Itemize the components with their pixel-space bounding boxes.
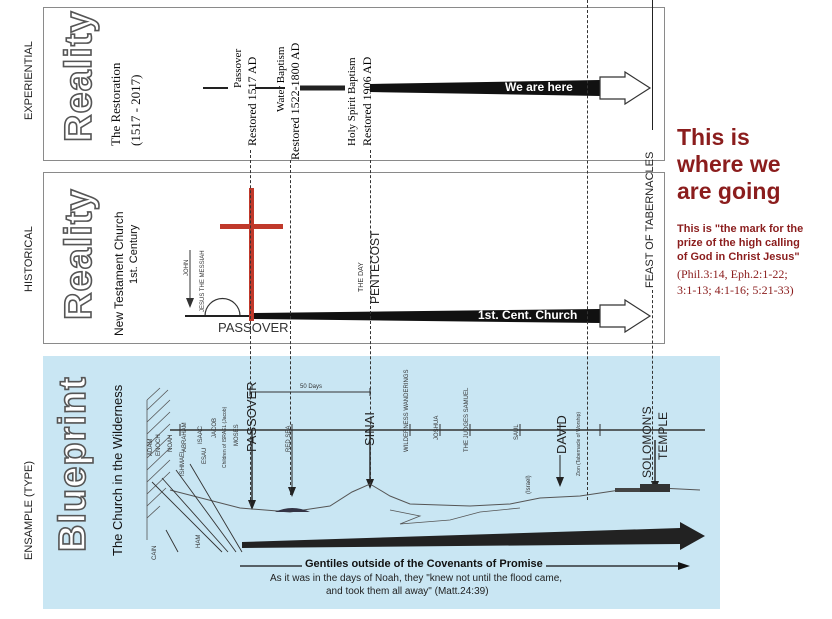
cross-horizontal <box>220 224 283 229</box>
tabernacles-line <box>652 0 653 130</box>
saul-label: SAUL <box>514 424 520 440</box>
gentiles-label: Gentiles outside of the Covenants of Pro… <box>302 558 546 570</box>
abraham-label: ABRAHAM <box>182 422 188 452</box>
callout-heading-line3: are going <box>677 178 781 204</box>
fifty-days-label: 50 Days <box>300 384 323 390</box>
callout-references: (Phil.3:14, Eph.2:1-22; 3:1-13; 4:1-16; … <box>677 266 794 298</box>
feast-of-tabernacles-label: FEAST OF TABERNACLES <box>644 151 656 288</box>
noah-quote-line1: As it was in the days of Noah, they "kne… <box>270 573 563 584</box>
red-sea-label: RED SEA <box>286 425 292 452</box>
joshua-label: JOSHUA <box>434 415 440 440</box>
cain-label: CAIN <box>152 545 158 560</box>
dashed-line-tabernacles <box>652 290 653 490</box>
moses-label: MOSES <box>234 424 240 446</box>
david-label: DAVID <box>554 415 569 454</box>
wilderness-label: WILDERNESS WANDERINGS <box>404 369 410 452</box>
dashed-line-passover <box>250 150 251 505</box>
callout-ref-line2: 3:1-13; 4:1-16; 5:21-33) <box>677 283 794 297</box>
callout-mark-line2: prize of the high calling <box>677 237 800 249</box>
ishmael-label: ISHMAEL <box>180 449 186 476</box>
isaac-label: ISAAC <box>198 425 204 444</box>
noah-label: NOAH <box>168 434 174 452</box>
dashed-line-pentecost <box>370 150 371 485</box>
callout-mark-line1: This is "the mark for the <box>677 223 804 235</box>
we-are-here-label: We are here <box>505 80 573 94</box>
blueprint-passover-label: PASSOVER <box>244 381 259 452</box>
dashed-line-water-baptism <box>290 160 291 495</box>
jacob-label: JACOB <box>212 417 218 438</box>
judges-label: THE JUDGES SAMUEL <box>464 387 470 452</box>
adam-label: ADAM <box>148 438 154 456</box>
esau-label: ESAU <box>202 447 208 464</box>
dashed-line-zion <box>587 0 588 500</box>
historical-passover-label: PASSOVER <box>218 320 289 335</box>
children-israel-label: Children of ISRAEL (Jacob) <box>222 406 228 468</box>
callout-heading-line2: where we <box>677 151 781 177</box>
callout-mark-text: This is "the mark for the prize of the h… <box>677 222 803 264</box>
callout-mark-line3: of God in Christ Jesus" <box>677 251 800 263</box>
israel-label: (Israel) <box>526 475 532 494</box>
enoch-label: ENOCH <box>156 434 162 456</box>
first-cent-church-label: 1st. Cent. Church <box>478 308 578 322</box>
ham-label: HAM <box>196 534 202 548</box>
noah-quote-line2: and took them all away" (Matt.24:39) <box>326 586 489 597</box>
zion-label: Zion (Tabernacle of Worship) <box>576 411 582 476</box>
callout-heading: This is where we are going <box>677 124 781 205</box>
callout-heading-line1: This is <box>677 124 750 150</box>
temple-label: TEMPLE <box>656 411 670 460</box>
callout-ref-line1: (Phil.3:14, Eph.2:1-22; <box>677 267 788 281</box>
cross-vertical <box>249 188 254 321</box>
